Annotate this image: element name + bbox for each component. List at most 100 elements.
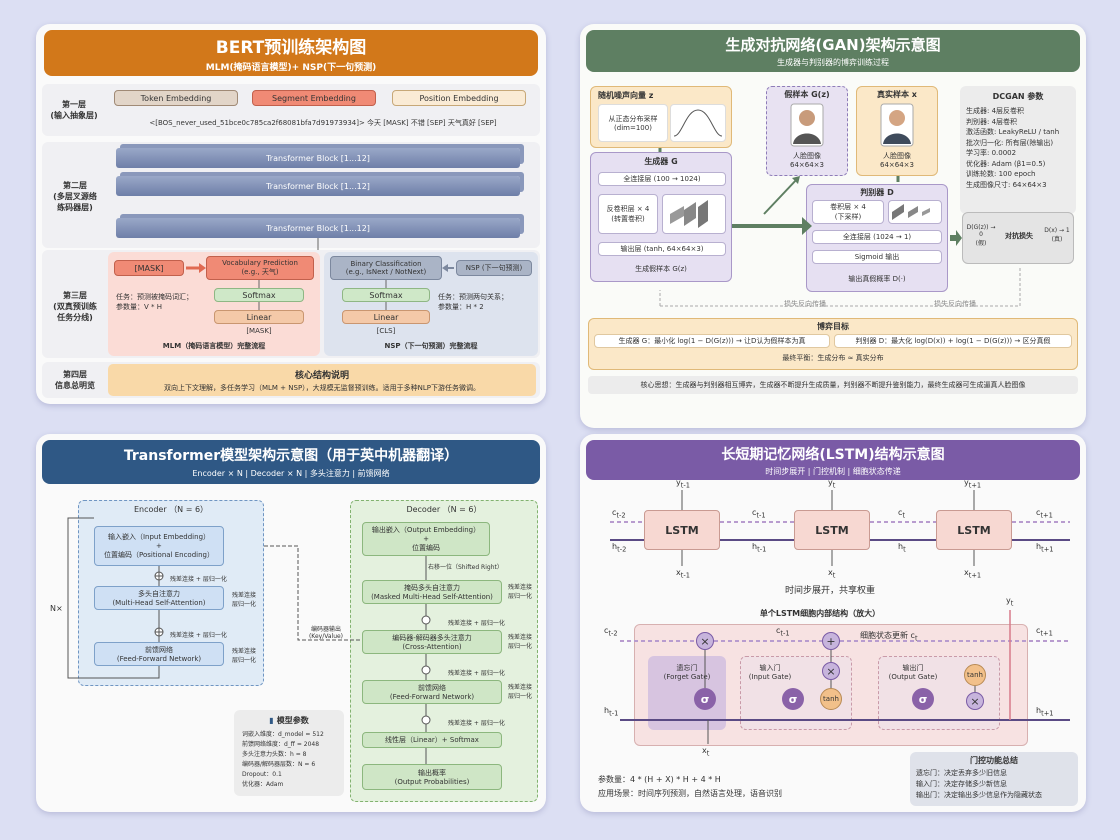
gan-arrow-gen-fake bbox=[763, 177, 799, 215]
bert-core-box: 核心结构说明 双向上下文理解，多任务学习（MLM + NSP），大规模无监督预训… bbox=[108, 364, 536, 396]
gan-loss-right: D(x) → 1 (真) bbox=[1044, 227, 1070, 243]
gan-disc-conv: 卷积层 × 4 (下采样) bbox=[812, 200, 884, 224]
bert-input-sequence: <[BOS_never_used_51bce0c785ca2f68081bfa7… bbox=[149, 119, 497, 127]
bert-block-2: Transformer Block [1...12] bbox=[116, 176, 520, 196]
tf-subtitle: Encoder × N | Decoder × N | 多头注意力 | 前馈网络 bbox=[192, 469, 390, 478]
lstm-panel: 长短期记忆网络(LSTM)结构示意图 时间步展开 | 门控机制 | 细胞状态传递… bbox=[580, 434, 1086, 812]
bert-block-1: Transformer Block [1...12] bbox=[116, 148, 520, 168]
gan-loss-mid: 对抗损失 bbox=[1005, 232, 1033, 240]
gan-arrow-disc-loss bbox=[950, 230, 962, 246]
bert-nsp-softmax: Softmax bbox=[342, 288, 430, 302]
lstm-label-c-tm1: ct-1 bbox=[752, 508, 766, 520]
gan-param-item: 激活函数: LeakyReLU / tanh bbox=[966, 128, 1060, 136]
gan-param-item: 判别器: 4层卷积 bbox=[966, 117, 1018, 126]
gan-param-item: 生成图像尺寸: 64×64×3 bbox=[966, 180, 1047, 189]
bert-nsp-flow: NSP（下一句预测）完整流程 bbox=[384, 342, 478, 350]
lstm-output-gate-label: 输出门 (Output Gate) bbox=[888, 664, 938, 681]
tf-enc-title: Encoder （N = 6） bbox=[133, 504, 209, 514]
gan-real-face-icon bbox=[880, 103, 914, 147]
lstm-inner-x-t: xt bbox=[702, 746, 710, 758]
tf-shifted: 右移一位（Shifted Right） bbox=[428, 564, 503, 571]
lstm-apps-text: 应用场景：时间序列预测，自然语言处理，语音识别 bbox=[598, 789, 782, 798]
tf-params-box bbox=[234, 710, 344, 796]
lstm-connectors bbox=[610, 490, 1070, 744]
tf-params-list: 词嵌入维度：d_model = 512 前馈网络维度：d_ff = 2048 多… bbox=[242, 730, 342, 790]
bert-title: BERT预训练架构图 bbox=[215, 38, 367, 58]
tf-param-item: 优化器：Adam bbox=[242, 781, 284, 788]
tf-dec-cross: 编码器-解码器多头注意力 (Cross-Attention) bbox=[362, 630, 502, 654]
tf-params-title-text: 模型参数 bbox=[276, 715, 309, 725]
tf-add-icon-4 bbox=[421, 665, 431, 675]
gan-panel: 生成对抗网络(GAN)架构示意图 生成器与判别器的博弈训练过程 随机噪声向量 z… bbox=[580, 24, 1086, 428]
lstm-summary-list: 遗忘门：决定丢弃多少旧信息 输入门：决定存储多少新信息 输出门：决定输出多少信息… bbox=[916, 768, 1078, 801]
bert-arrowhead-nsp bbox=[442, 264, 448, 272]
tf-title: Transformer模型架构示意图（用于英中机器翻译） bbox=[123, 448, 459, 464]
lstm-input-tanh: tanh bbox=[820, 688, 842, 710]
gan-obj-title: 博弈目标 bbox=[817, 321, 849, 331]
lstm-label-c-tm2: ct-2 bbox=[612, 508, 626, 520]
gan-noise-title: 随机噪声向量 z bbox=[598, 91, 654, 100]
bar-chart-icon: ▮ bbox=[269, 715, 274, 725]
tf-dec-resnorm-2: 残差连接 + 层归一化 bbox=[448, 670, 505, 677]
lstm-label-h-t: ht bbox=[898, 542, 906, 554]
lstm-inner-y-t: yt bbox=[1006, 596, 1014, 608]
bert-binary-classification: Binary Classification (e.g., IsNext / No… bbox=[330, 256, 442, 280]
bert-position-embedding: Position Embedding bbox=[392, 90, 526, 106]
tf-dec-masked: 掩码多头自注意力 (Masked Multi-Head Self-Attenti… bbox=[362, 580, 502, 604]
lstm-label-h-tp1: ht+1 bbox=[1036, 542, 1054, 554]
gan-gen-deconv: 反卷积层 × 4 (转置卷积) bbox=[598, 194, 658, 234]
lstm-input-sigma: σ bbox=[782, 688, 804, 710]
tf-connectors bbox=[67, 517, 431, 764]
tf-param-item: 前馈网络维度：d_ff = 2048 bbox=[242, 741, 320, 748]
tf-dec-side-3: 残差连接 层归一化 bbox=[508, 684, 533, 700]
gan-fake-desc: 人脸图像 64×64×3 bbox=[790, 152, 824, 169]
lstm-inner-h-tm1: ht-1 bbox=[604, 706, 619, 718]
lstm-cell-1: LSTM bbox=[644, 510, 720, 550]
gan-normal-curve bbox=[673, 109, 723, 137]
lstm-inner-c-tp1: ct+1 bbox=[1036, 626, 1053, 638]
gan-gen-sample: 生成假样本 G(z) bbox=[635, 265, 687, 273]
gan-conv-icon bbox=[892, 204, 930, 220]
bert-segment-embedding: Segment Embedding bbox=[252, 90, 376, 106]
tf-enc-input: 输入嵌入（Input Embedding） + 位置编码（Positional … bbox=[94, 526, 224, 566]
gan-generator-title: 生成器 G bbox=[644, 156, 678, 166]
bert-mask-box: [MASK] bbox=[114, 260, 184, 276]
gan-real-title: 真实样本 x bbox=[877, 89, 917, 99]
bert-mlm-task: 任务：预测被掩码词汇； 参数量：V * H bbox=[116, 293, 193, 311]
tf-enc-output-label: 编码器输出 (Key/Value) bbox=[308, 626, 344, 640]
lstm-label-h-tm2: ht-2 bbox=[612, 542, 627, 554]
gan-backprop-1: 损失反向传播 bbox=[784, 300, 826, 308]
bert-block-3: Transformer Block [1...12] bbox=[116, 218, 520, 238]
bert-subtitle: MLM(掩码语言模型)+ NSP(下一句预测) bbox=[205, 63, 377, 73]
lstm-summary-item: 输入门：决定存储多少新信息 bbox=[916, 780, 1007, 788]
gan-params-box bbox=[960, 86, 1076, 214]
gan-fake-face-icon bbox=[790, 103, 824, 147]
bert-mlm-mask-tag: [MASK] bbox=[246, 327, 272, 335]
gan-gen-out: 输出层 (tanh, 64×64×3) bbox=[598, 242, 726, 256]
bert-vocab-prediction: Vocabulary Prediction (e.g., 天气) bbox=[206, 256, 314, 280]
gan-subtitle: 生成器与判别器的博弈训练过程 bbox=[777, 58, 889, 67]
bert-nsp-cls-tag: [CLS] bbox=[376, 327, 396, 335]
gan-gen-fc: 全连接层 (100 → 1024) bbox=[598, 172, 726, 186]
gan-params-title: DCGAN 参数 bbox=[992, 91, 1044, 101]
lstm-summary-item: 输出门：决定输出多少信息作为隐藏状态 bbox=[916, 791, 1042, 799]
lstm-forget-sigma: σ bbox=[694, 688, 716, 710]
lstm-label-x-tm1: xt-1 bbox=[676, 568, 690, 580]
tf-header: Transformer模型架构示意图（用于英中机器翻译） Encoder × N… bbox=[42, 440, 540, 484]
gan-param-item: 优化器: Adam (β1=0.5) bbox=[966, 159, 1046, 168]
gan-param-item: 生成器: 4层反卷积 bbox=[966, 107, 1025, 115]
lstm-params-text: 参数量：4 * (H + X) * H + 4 * H bbox=[598, 775, 721, 784]
tf-add-icon-3 bbox=[421, 615, 431, 625]
gan-header: 生成对抗网络(GAN)架构示意图 生成器与判别器的博弈训练过程 bbox=[586, 30, 1080, 72]
tf-dec-input: 输出嵌入（Output Embedding） + 位置编码 bbox=[362, 522, 490, 556]
tf-dec-resnorm-3: 残差连接 + 层归一化 bbox=[448, 720, 505, 727]
lstm-label-c-tp1: ct+1 bbox=[1036, 508, 1053, 520]
lstm-cell-3: LSTM bbox=[936, 510, 1012, 550]
gan-obj-disc: 判别器 D：最大化 log(D(x)) + log(1 − D(G(z))) →… bbox=[834, 334, 1072, 348]
tf-dec-linear: 线性层（Linear）+ Softmax bbox=[362, 732, 502, 748]
lstm-output-multiply: × bbox=[966, 692, 984, 710]
lstm-cell-2: LSTM bbox=[794, 510, 870, 550]
lstm-subtitle: 时间步展开 | 门控机制 | 细胞状态传递 bbox=[765, 466, 901, 476]
gan-arrow-gen-disc bbox=[732, 217, 812, 235]
bert-nsp-task: 任务：预测两句关系； 参数量：H * 2 bbox=[438, 293, 508, 311]
